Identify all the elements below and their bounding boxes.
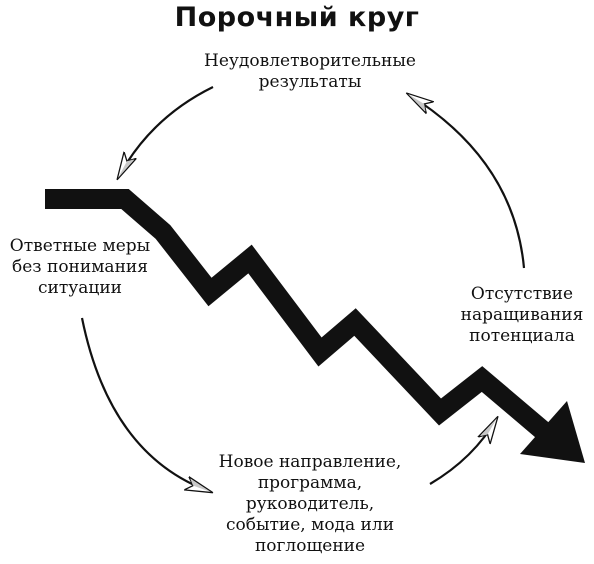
- label-line: потенциала: [469, 326, 575, 346]
- cycle-arrow-bottom-to-right: [429, 418, 497, 485]
- cycle-arrow-right-to-top: [408, 94, 526, 269]
- label-line: руководитель,: [245, 494, 375, 514]
- label-new-direction: Новое направление, программа, руководите…: [190, 452, 430, 557]
- decline-arrow-head: [520, 401, 585, 463]
- label-line: Неудовлетворительные: [204, 51, 416, 71]
- diagram-title: Порочный круг: [174, 2, 420, 33]
- label-reactive-measures: Ответные меры без понимания ситуации: [0, 236, 160, 299]
- cycle-arrow-top-to-left: [118, 86, 214, 178]
- label-line: поглощение: [254, 536, 366, 556]
- label-no-capacity-building: Отсутствие наращивания потенциала: [450, 284, 594, 347]
- label-line: Отсутствие: [470, 284, 574, 304]
- label-line: без понимания: [12, 257, 148, 277]
- label-line: программа,: [257, 473, 363, 493]
- label-line: ситуации: [38, 278, 122, 298]
- label-unsatisfactory-results: Неудовлетворительные результаты: [180, 51, 440, 93]
- label-line: наращивания: [460, 305, 584, 325]
- label-line: результаты: [258, 72, 362, 92]
- decline-zigzag-line: [45, 189, 555, 443]
- cycle-arrow-left-to-bottom: [80, 317, 211, 492]
- label-line: Новое направление,: [218, 452, 402, 472]
- label-line: Ответные меры: [9, 236, 151, 256]
- label-line: событие, мода или: [225, 515, 395, 535]
